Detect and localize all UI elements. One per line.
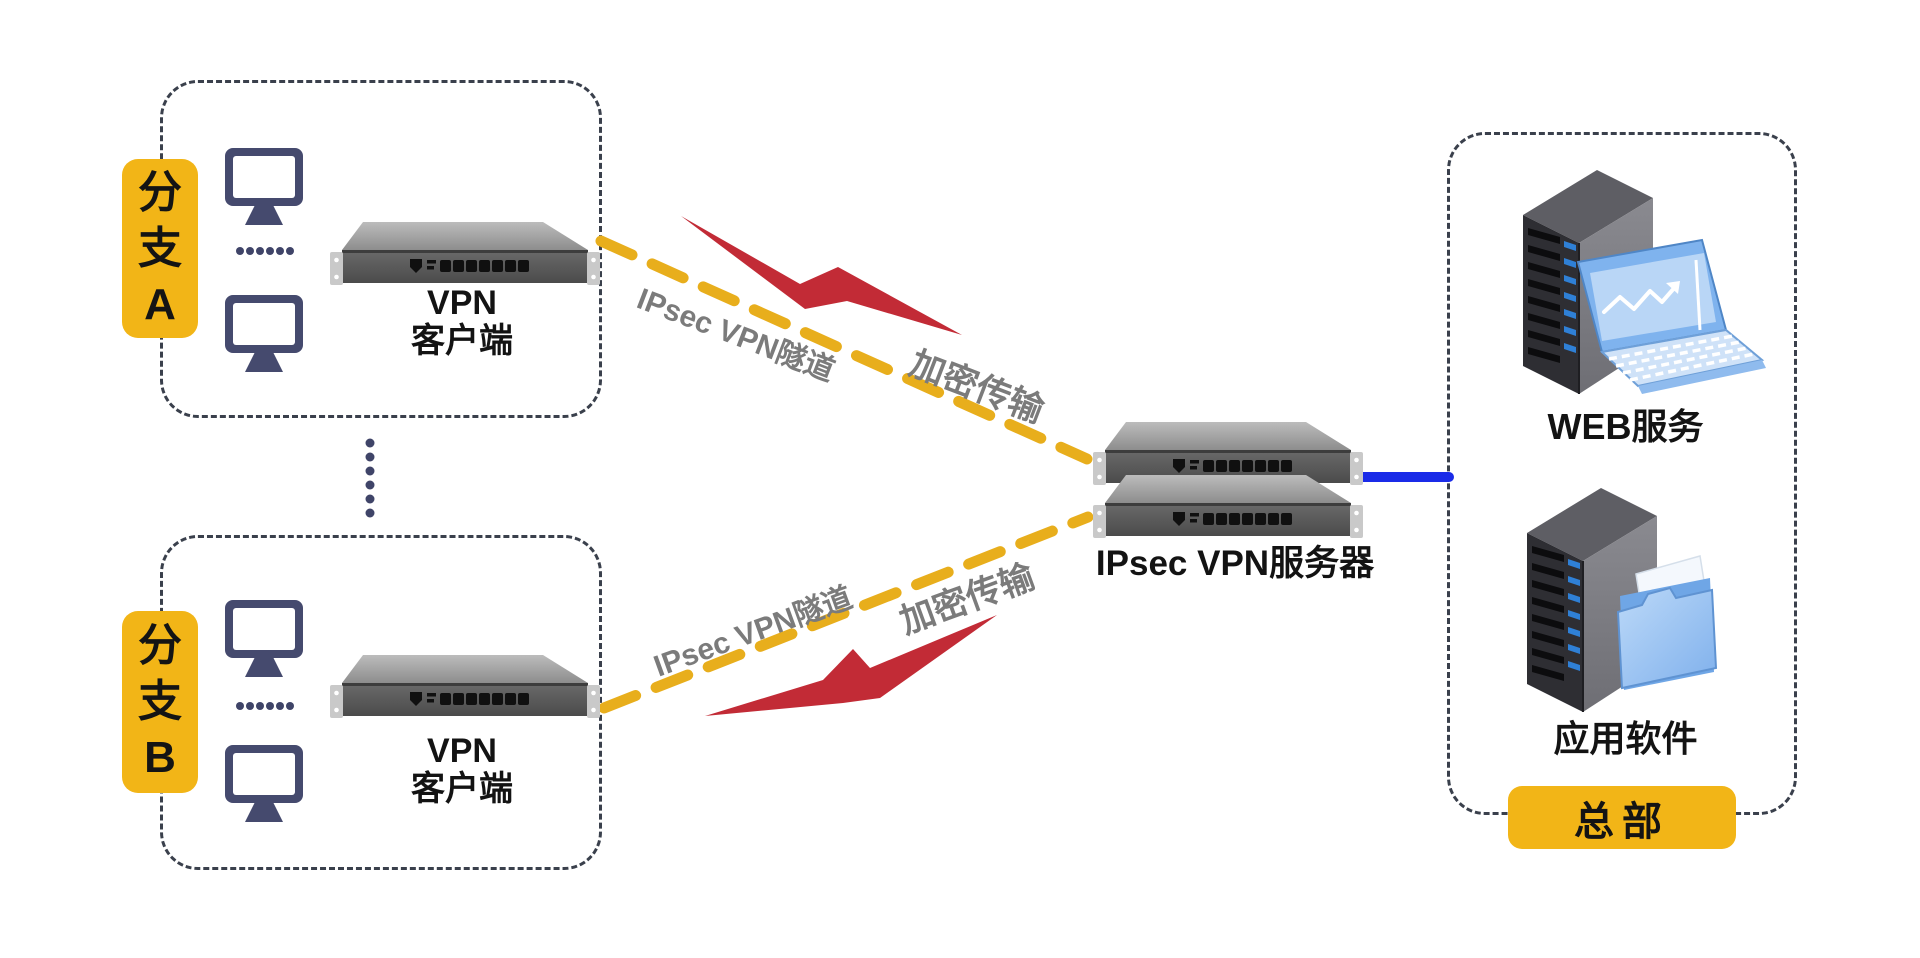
monitor-icon-b2 (225, 745, 303, 822)
branch-a-badge-char: 分 (138, 167, 182, 217)
tunnel-a-dashed-line (595, 235, 1093, 465)
vpn-client-label-a: VPN 客户端 (362, 284, 562, 360)
branches-ellipsis-vertical (365, 438, 375, 518)
lightning-icon-top (681, 216, 962, 335)
vpn-client-label-b-line2: 客户端 (411, 770, 513, 808)
branch-b-badge-char: 支 (138, 677, 182, 726)
vpn-server-label: IPsec VPN服务器 (1095, 544, 1375, 583)
vpn-client-label-b: VPN 客户端 (362, 732, 562, 808)
laptop-chart-icon (1576, 238, 1766, 394)
branch-a-badge: 分 支 A (122, 159, 198, 338)
folder-icon (1616, 555, 1718, 690)
branch-b-badge-char: B (144, 733, 176, 782)
vpn-server-unit-2 (1093, 475, 1363, 538)
vpn-client-device-a (330, 222, 600, 285)
workstations-ellipsis-b (236, 702, 294, 710)
monitor-icon-b1 (225, 600, 303, 677)
vpn-client-label-a-line2: 客户端 (411, 322, 513, 360)
branch-b-badge: 分 支 B (122, 611, 198, 793)
branch-b-badge-char: 分 (138, 621, 182, 670)
vpn-client-device-b (330, 655, 600, 718)
tunnel-b-dashed-line (598, 511, 1094, 714)
vpn-client-label-a-line1: VPN (427, 284, 497, 322)
lightning-icon-bottom (705, 615, 997, 716)
workstations-ellipsis-a (236, 247, 294, 255)
branch-a-badge-char: 支 (138, 223, 182, 273)
web-service-label: WEB服务 (1547, 406, 1704, 447)
monitor-icon-a1 (225, 148, 303, 225)
vpn-client-label-b-line1: VPN (427, 732, 497, 770)
headquarters-badge: 总部 (1508, 786, 1736, 849)
branch-a-badge-char: A (144, 279, 176, 329)
monitor-icon-a2 (225, 295, 303, 372)
app-software-label: 应用软件 (1553, 718, 1698, 759)
